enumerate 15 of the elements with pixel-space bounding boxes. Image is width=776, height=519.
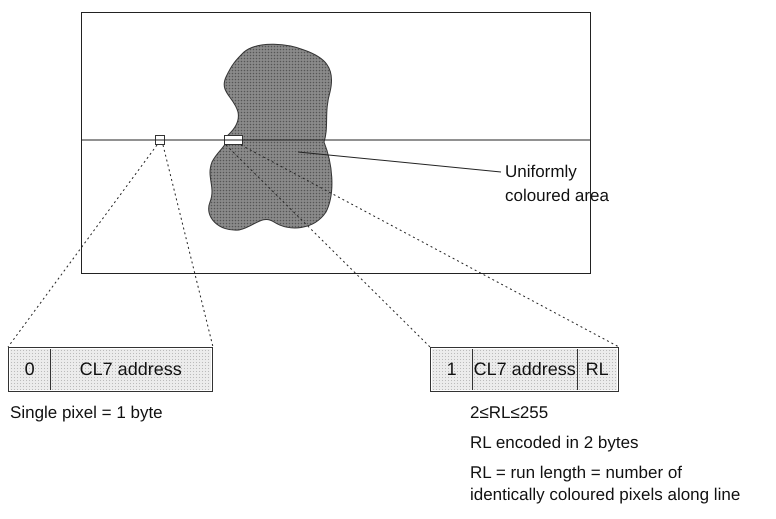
pixel-marker xyxy=(154,134,165,145)
projection-line xyxy=(226,144,620,348)
field-cell: RL xyxy=(576,348,617,390)
projection-line xyxy=(8,144,214,348)
field-cell: CL7 address xyxy=(50,348,211,390)
caption-note: Single pixel = 1 byte xyxy=(10,402,164,424)
field-cell: 0 xyxy=(10,348,50,390)
byte-record xyxy=(430,347,619,392)
leader-line xyxy=(298,152,502,172)
field-cell: 1 xyxy=(432,348,472,390)
caption-note: RL = run length = number of identically coloured pixels along line xyxy=(470,462,742,506)
caption-note: 2≤RL≤255 xyxy=(470,402,550,424)
field-cell: CL7 address xyxy=(472,348,577,390)
byte-record xyxy=(8,347,213,392)
caption-note: RL encoded in 2 bytes xyxy=(470,432,640,454)
